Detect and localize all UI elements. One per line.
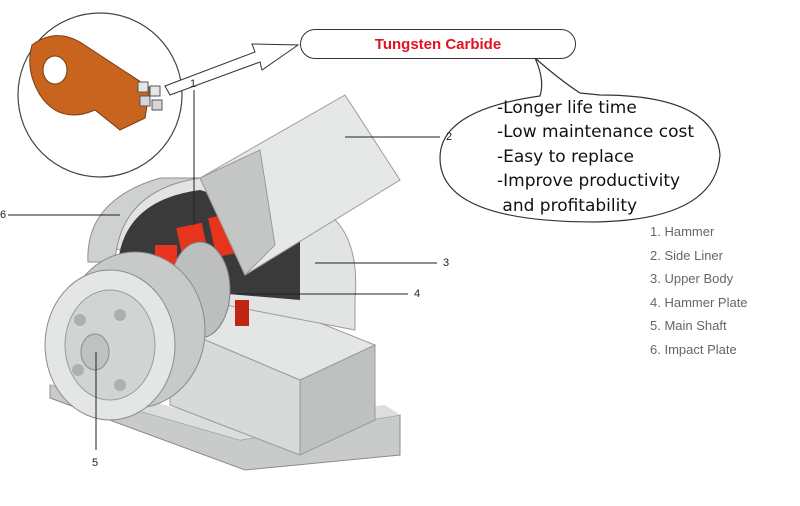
carbide-hammer-inset <box>29 35 163 131</box>
legend-item: 1. Hammer <box>650 224 715 239</box>
marker-hammer: 1 <box>190 78 197 90</box>
marker-side-liner: 2 <box>446 131 453 143</box>
marker-upper-body: 3 <box>443 257 450 269</box>
legend-item: 5. Main Shaft <box>650 318 727 334</box>
marker-hammer-plate: 4 <box>414 288 421 300</box>
benefit-item: -Improve productivity <box>497 171 681 192</box>
hopper-lid-inner <box>199 149 276 276</box>
benefit-item: and profitability <box>497 195 638 216</box>
parts-legend: 1. Hammer 2. Side Liner 3. Upper Body 4.… <box>650 220 748 362</box>
legend-item: 6. Impact Plate <box>650 341 737 357</box>
leader-lines <box>8 90 440 450</box>
pulley <box>44 251 206 421</box>
legend-item: 4. Hammer Plate <box>650 294 748 310</box>
tungsten-carbide-callout: Tungsten Carbide <box>300 29 576 59</box>
benefits-list: -Longer life time -Low maintenance cost … <box>497 96 694 218</box>
marker-impact-plate: 6 <box>0 209 7 221</box>
marker-main-shaft: 5 <box>92 457 99 469</box>
benefit-item: -Low maintenance cost <box>497 122 695 143</box>
benefit-item: -Longer life time <box>497 98 637 118</box>
legend-item: 2. Side Liner <box>650 247 723 263</box>
legend-item: 3. Upper Body <box>650 271 734 287</box>
carbide-arrow <box>164 43 300 96</box>
benefits-bubble <box>439 57 721 223</box>
benefit-item: -Easy to replace <box>497 146 634 167</box>
